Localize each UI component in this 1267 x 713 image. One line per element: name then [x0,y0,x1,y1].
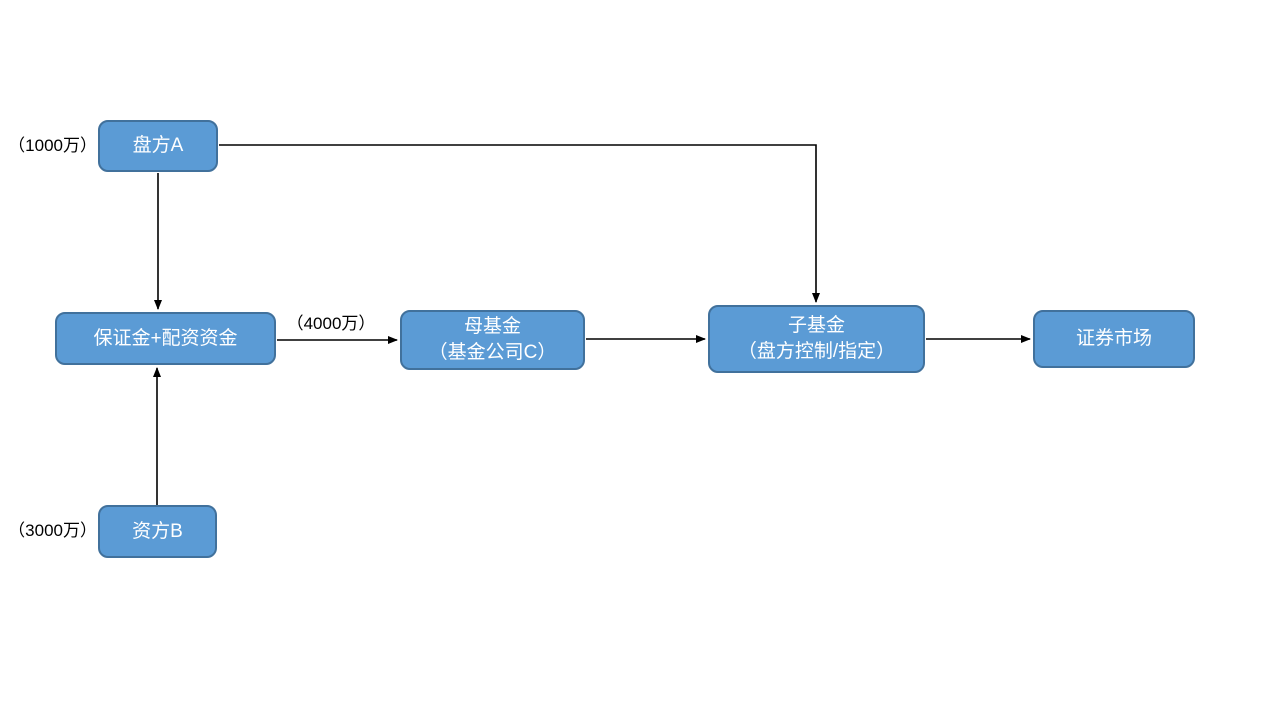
node-zi-jijin-line2: （盘方控制/指定） [737,341,896,362]
node-pan-fang-a: 盘方A [98,120,218,172]
node-zi-jijin-line1: 子基金 [787,315,845,337]
annotation-zi-fang-b-amount: （3000万） [8,521,97,540]
annotation-peizi-arrow-amount: （4000万） [286,314,376,333]
node-mu-jijin-line1: 母基金 [463,316,521,338]
node-mu-jijin: 母基金 （基金公司C） [400,310,585,370]
node-pan-fang-a-label: 盘方A [132,135,184,157]
node-zhengquan-label: 证券市场 [1075,328,1152,350]
node-zi-fang-b-label: 资方B [132,520,183,542]
node-baozhengjin-peizi: 保证金+配资资金 [55,312,276,365]
node-zi-fang-b: 资方B [98,505,217,558]
arrow-panfangA-to-zijijin [219,144,820,303]
node-zi-jijin: 子基金 （盘方控制/指定） [708,305,925,373]
node-baozhengjin-label: 保证金+配资资金 [93,327,238,349]
annotation-pan-fang-a-amount: （1000万） [8,136,97,155]
node-zhengquan-shichang: 证券市场 [1033,310,1195,368]
node-mu-jijin-line2: （基金公司C） [428,342,557,363]
